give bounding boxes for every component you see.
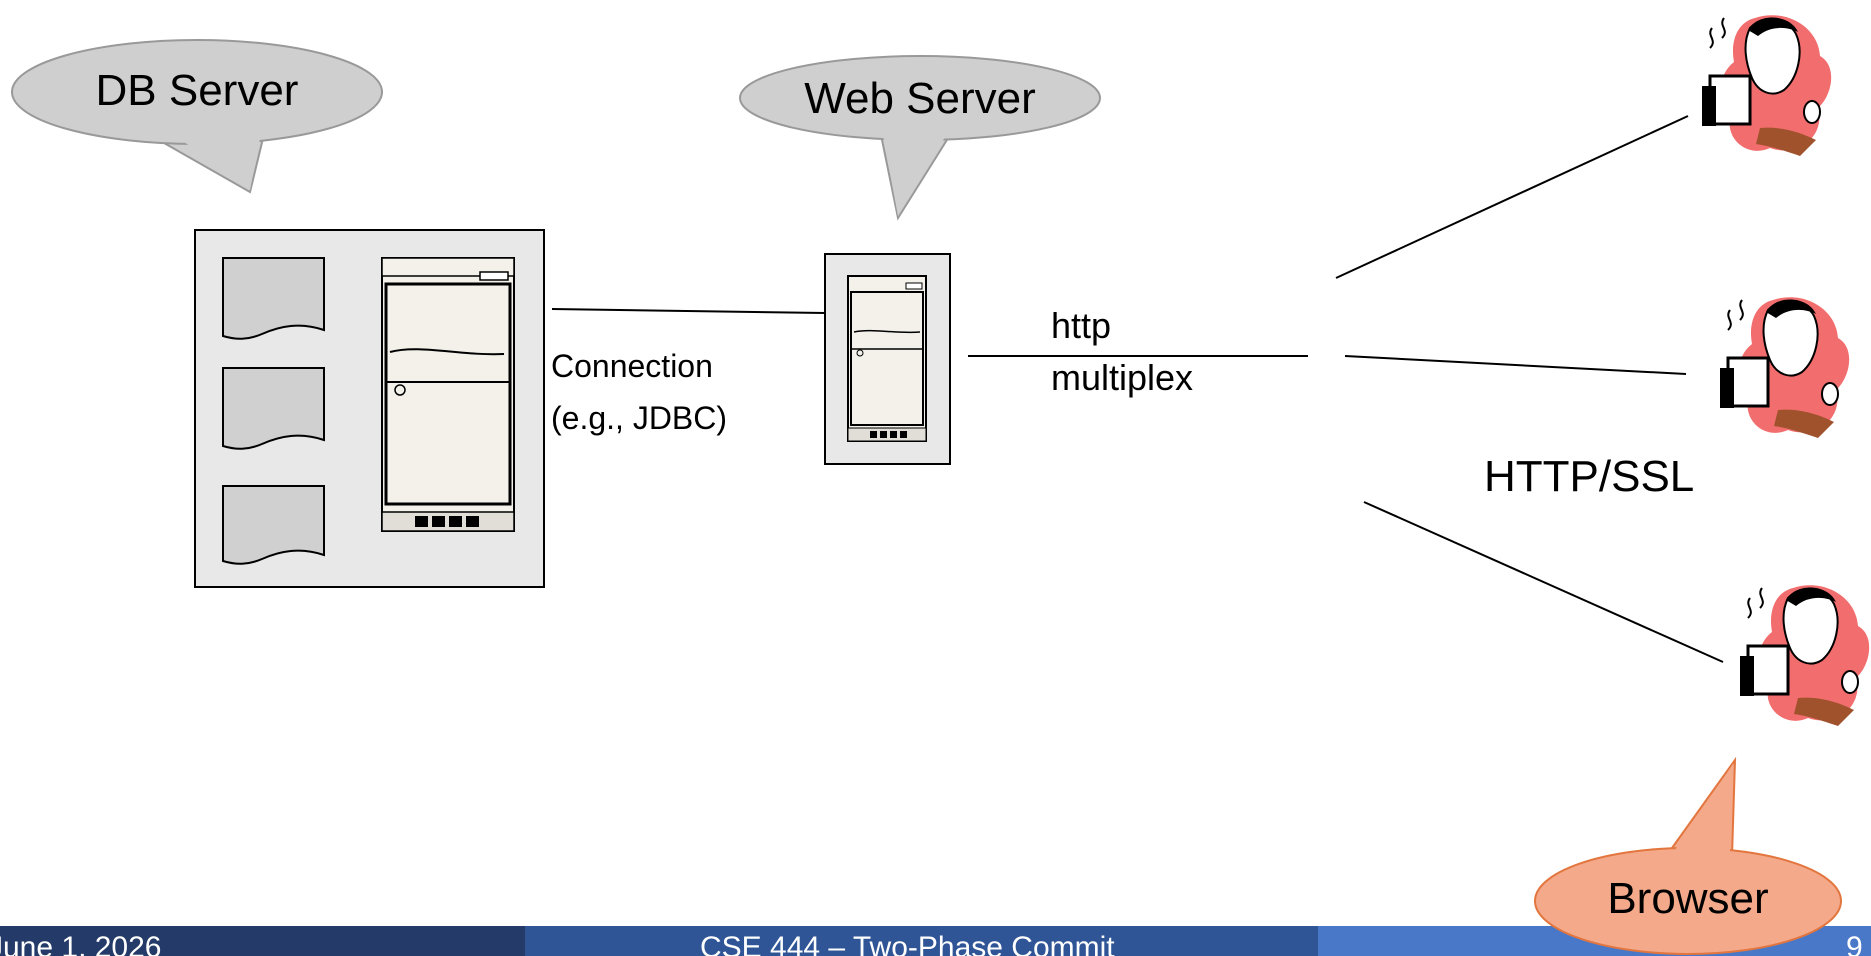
web-server-icon [847,275,927,442]
footer-page-number: 9 [1846,931,1863,956]
footer-course-title: CSE 444 – Two-Phase Commit [700,931,1115,956]
user-computer-icon [1740,585,1870,726]
document-icon [222,367,325,450]
client-line-bottom [1363,501,1724,663]
db-server-box [194,229,545,588]
document-icon [222,257,325,340]
footer-right-segment: 9 [1318,926,1871,956]
web-server-callout [739,55,1101,221]
client-line-top [1335,115,1689,279]
http-label-line1: http [1051,305,1112,346]
footer-date: June 1, 2026 [0,931,162,956]
db-server-callout [11,39,383,194]
browser-label: Browser [1607,874,1769,923]
client-line-middle [1344,355,1687,375]
user-computer-icon [1702,15,1832,156]
user-computer-icon [1720,297,1850,438]
db-server-label: DB Server [95,66,299,115]
http-label: http multiplex [1051,300,1193,404]
db-web-connection-line [551,308,826,314]
web-server-label: Web Server [804,74,1036,123]
database-server-icon [381,257,515,532]
slide-footer: June 1, 2026 CSE 444 – Two-Phase Commit … [0,926,1871,956]
protocol-label: HTTP/SSL [1484,452,1695,501]
web-server-box [824,253,951,465]
footer-left-segment: June 1, 2026 [0,926,525,956]
connection-label-line1: Connection [551,348,713,384]
connection-label: Connection (e.g., JDBC) [551,340,727,444]
footer-middle-segment: CSE 444 – Two-Phase Commit [525,926,1318,956]
document-icon [222,485,325,565]
http-label-line2: multiplex [1051,357,1194,398]
connection-label-line2: (e.g., JDBC) [551,400,728,436]
